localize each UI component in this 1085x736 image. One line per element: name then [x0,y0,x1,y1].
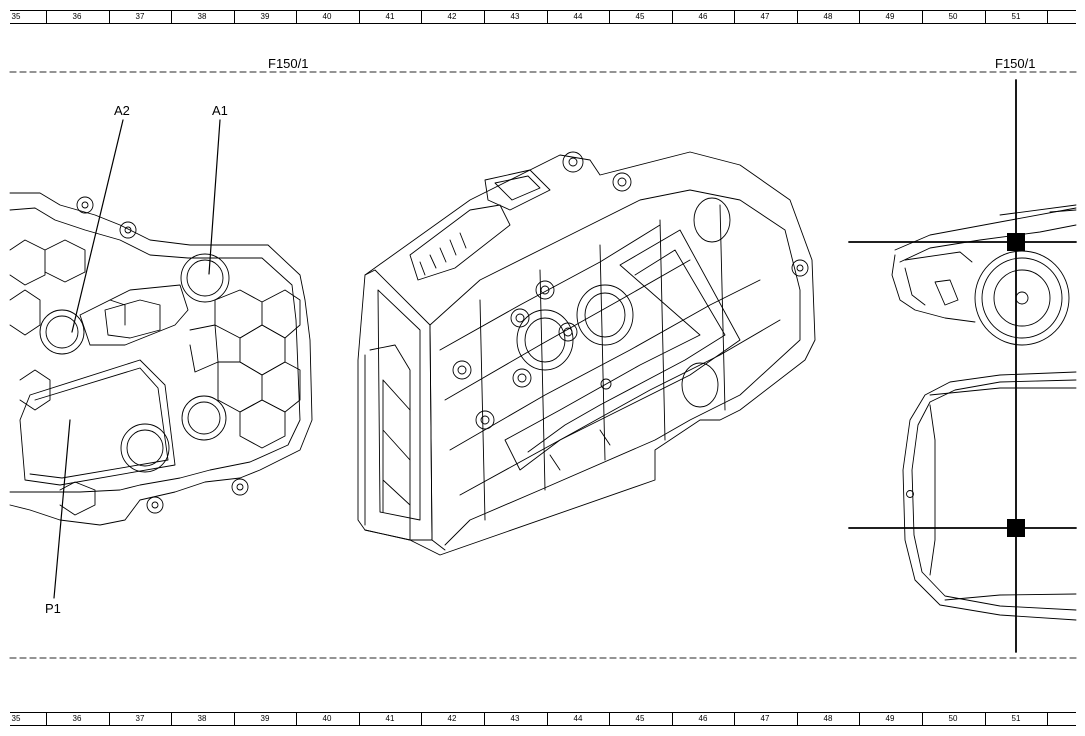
vehicle-side-view [891,204,1077,346]
locator-crosshair [848,79,1077,653]
ruler-cell-37: 37 [135,12,145,21]
ruler-cell-35: 35 [11,714,21,723]
ruler-cell-39: 39 [260,12,270,21]
ruler-cell-40: 40 [322,12,332,21]
ruler-cell-47: 47 [760,714,770,723]
ruler-cell-51: 51 [1011,12,1021,21]
ruler-cell-43: 43 [510,714,520,723]
ruler-cell-35: 35 [11,12,21,21]
callout-leader-a2 [71,119,124,333]
ruler-cell-38: 38 [197,12,207,21]
ruler-cell-48: 48 [823,12,833,21]
top-grid-ruler: 35 36 37 38 39 40 41 42 43 44 45 46 47 4… [10,10,1076,24]
module-housing-isometric [357,151,816,556]
ruler-cell-48: 48 [823,714,833,723]
ruler-cell-47: 47 [760,12,770,21]
section-ref-left: F150/1 [268,56,309,71]
ruler-cell-42: 42 [447,12,457,21]
ruler-cell-45: 45 [635,12,645,21]
callout-label-a1: A1 [212,103,228,118]
ruler-cell-36: 36 [72,12,82,21]
ruler-cell-51: 51 [1011,714,1021,723]
ruler-cell-39: 39 [260,714,270,723]
callout-leader-p1 [53,419,71,599]
ruler-cell-44: 44 [573,12,583,21]
ruler-cell-40: 40 [322,714,332,723]
ruler-cell-36: 36 [72,714,82,723]
callout-label-a2: A2 [114,103,130,118]
ruler-cell-38: 38 [197,714,207,723]
section-ref-right: F150/1 [995,56,1036,71]
ruler-cell-50: 50 [948,714,958,723]
ruler-cell-45: 45 [635,714,645,723]
ruler-cell-50: 50 [948,12,958,21]
ruler-cell-37: 37 [135,714,145,723]
ruler-cell-44: 44 [573,714,583,723]
ruler-cell-46: 46 [698,12,708,21]
bottom-grid-ruler: 35 36 37 38 39 40 41 42 43 44 45 46 47 4… [10,712,1076,726]
ruler-cell-41: 41 [385,714,395,723]
ruler-cell-49: 49 [885,714,895,723]
ruler-cell-42: 42 [447,714,457,723]
locator-marker-side [1007,233,1025,251]
locator-marker-top [1007,519,1025,537]
callout-label-p1: P1 [45,601,61,616]
vehicle-top-view [902,371,1077,621]
module-detail-view [9,192,313,526]
ruler-cell-49: 49 [885,12,895,21]
ruler-cell-46: 46 [698,714,708,723]
ruler-cell-41: 41 [385,12,395,21]
callout-leader-a1 [208,119,221,275]
ruler-cell-43: 43 [510,12,520,21]
